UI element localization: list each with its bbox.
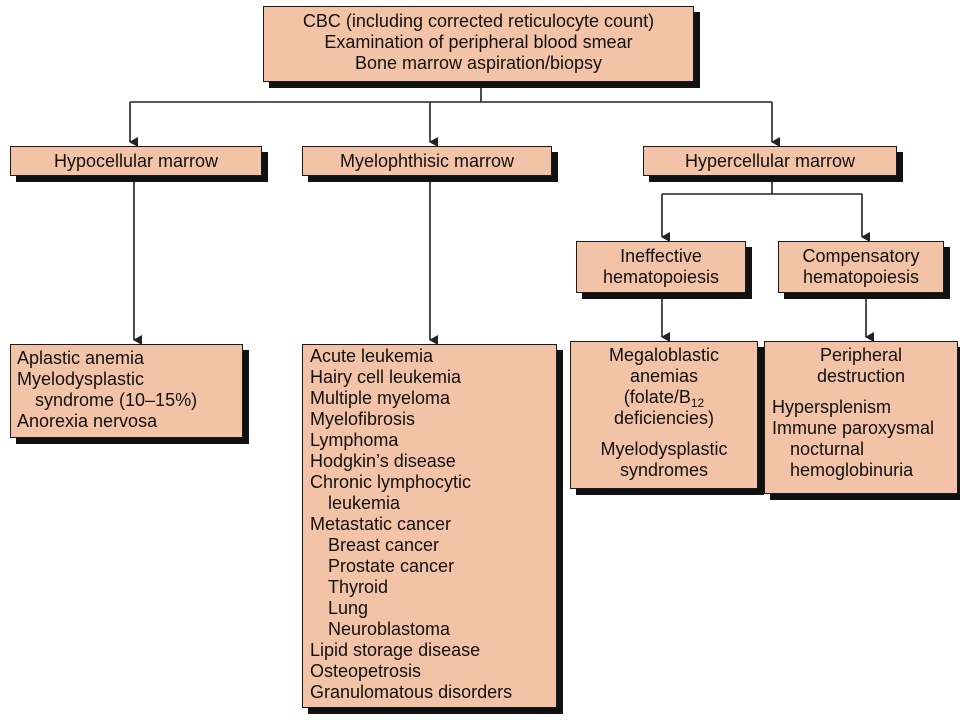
workup-line-marrow: Bone marrow aspiration/biopsy <box>354 53 603 73</box>
cause-anorexia-nervosa: Anorexia nervosa <box>17 411 158 431</box>
myelophthisic-marrow-box: Myelophthisic marrow <box>302 146 552 176</box>
cause-myelodysplastic-syndrome: syndrome (10–15%) <box>35 390 198 410</box>
workup-line-cbc: CBC (including corrected reticulocyte co… <box>302 11 655 31</box>
workup-line-smear: Examination of peripheral blood smear <box>324 32 633 52</box>
myelophthisic-marrow-label: Myelophthisic marrow <box>339 150 515 171</box>
hypocellular-causes-box: Aplastic anemia Myelodysplastic syndrome… <box>10 344 243 438</box>
cause-thyroid: Thyroid <box>328 577 389 597</box>
hypocellular-marrow-box: Hypocellular marrow <box>10 146 262 176</box>
compensatory-line-1: Compensatory <box>802 246 920 266</box>
cause-hypersplenism: Hypersplenism <box>772 397 892 417</box>
cause-deficiencies: deficiencies) <box>613 408 715 428</box>
cause-immune-paroxysmal: Immune paroxysmal <box>772 418 935 438</box>
compensatory-line-2: hematopoiesis <box>802 267 920 287</box>
cause-megaloblastic: Megaloblastic <box>608 345 720 365</box>
compensatory-causes-box: Peripheral destruction Hypersplenism Imm… <box>764 341 958 494</box>
cause-nocturnal: nocturnal <box>790 439 865 459</box>
cause-lung: Lung <box>328 598 369 618</box>
cause-metastatic-cancer: Metastatic cancer <box>310 514 452 534</box>
hypercellular-marrow-box: Hypercellular marrow <box>643 146 897 176</box>
cause-syndromes: syndromes <box>619 460 709 480</box>
cause-multiple-myeloma: Multiple myeloma <box>310 388 451 408</box>
cause-chronic-lymphocytic: Chronic lymphocytic <box>310 472 472 492</box>
hypercellular-marrow-label: Hypercellular marrow <box>684 150 856 171</box>
cause-acute-leukemia: Acute leukemia <box>310 346 434 366</box>
cause-granulomatous-disorders: Granulomatous disorders <box>310 682 513 702</box>
ineffective-line-1: Ineffective <box>620 246 702 266</box>
ineffective-causes-box: Megaloblastic anemias (folate/B12 defici… <box>570 341 758 489</box>
cause-myelofibrosis: Myelofibrosis <box>310 409 416 429</box>
cause-lymphoma: Lymphoma <box>310 430 399 450</box>
ineffective-line-2: hematopoiesis <box>602 267 720 287</box>
cause-hemoglobinuria: hemoglobinuria <box>790 460 914 480</box>
cause-folate-b12: (folate/B12 <box>571 387 757 410</box>
folate-prefix: (folate/B <box>623 387 691 407</box>
b12-subscript: 12 <box>690 396 705 410</box>
cause-hodgkins-disease: Hodgkin’s disease <box>310 451 456 471</box>
cause-anemias: anemias <box>629 366 699 386</box>
cause-prostate-cancer: Prostate cancer <box>328 556 455 576</box>
cause-breast-cancer: Breast cancer <box>328 535 440 555</box>
cause-neuroblastoma: Neuroblastoma <box>328 619 451 639</box>
cause-myelodysplastic-2: Myelodysplastic <box>600 439 728 459</box>
cause-osteopetrosis: Osteopetrosis <box>310 661 422 681</box>
ineffective-hematopoiesis-box: Ineffective hematopoiesis <box>576 241 746 293</box>
cause-peripheral: Peripheral <box>819 345 903 365</box>
cause-lipid-storage-disease: Lipid storage disease <box>310 640 481 660</box>
cause-leukemia: leukemia <box>328 493 401 513</box>
hypocellular-marrow-label: Hypocellular marrow <box>53 150 219 171</box>
compensatory-hematopoiesis-box: Compensatory hematopoiesis <box>778 241 944 293</box>
workup-box: CBC (including corrected reticulocyte co… <box>263 6 694 82</box>
myelophthisic-causes-box: Acute leukemia Hairy cell leukemia Multi… <box>302 344 557 708</box>
cause-hairy-cell-leukemia: Hairy cell leukemia <box>310 367 462 387</box>
cause-destruction: destruction <box>816 366 906 386</box>
cause-myelodysplastic: Myelodysplastic <box>17 369 145 389</box>
cause-aplastic-anemia: Aplastic anemia <box>17 348 145 368</box>
